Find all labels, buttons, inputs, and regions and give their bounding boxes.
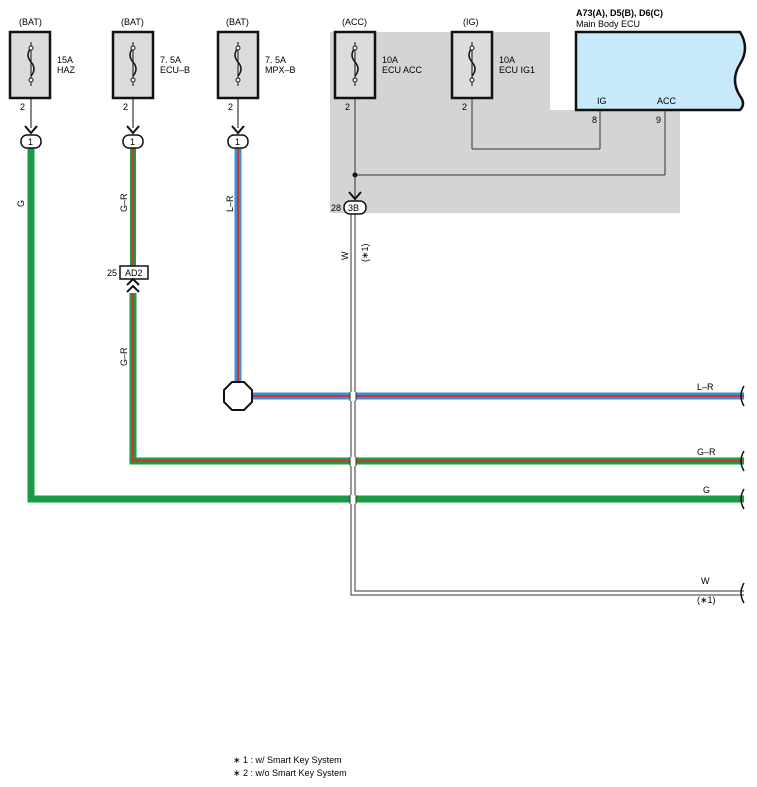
fuse-ecu-b-rating: 7. 5A <box>160 55 181 65</box>
footnote-1: ∗ 1 : w/ Smart Key System <box>233 755 342 765</box>
ecu-name: Main Body ECU <box>576 19 640 29</box>
fuse-ecu-ig1-name: ECU IG1 <box>499 65 535 75</box>
fuse-haz-rating: 15A <box>57 55 73 65</box>
fuse-haz: (BAT) 15A HAZ 2 1 <box>8 17 76 149</box>
fuse-ecu-b: (BAT) 7. 5A ECU–B 2 1 <box>111 17 190 149</box>
wire-lr-vertical-label: L–R <box>225 195 235 212</box>
block-thin-wires <box>354 98 666 190</box>
fuse-mpx-b-pin: 2 <box>228 102 233 112</box>
connector-ad2: AD2 25 <box>107 265 149 293</box>
fuse-haz-name: HAZ <box>57 65 76 75</box>
main-body-ecu: A73(A), D5(B), D6(C) Main Body ECU IG AC… <box>574 8 747 125</box>
fuse-ecu-b-source: (BAT) <box>121 17 144 27</box>
fuse-mpx-b-rating: 7. 5A <box>265 55 286 65</box>
fuse-mpx-b-name: MPX–B <box>265 65 296 75</box>
fuse-ecu-ig1: (IG) 10A ECU IG1 2 <box>450 17 535 112</box>
wire-lr <box>234 148 744 400</box>
ecu-code: A73(A), D5(B), D6(C) <box>576 8 663 18</box>
wire-w-vertical-note: (∗1) <box>360 243 370 262</box>
fuse-ecu-acc: (ACC) 10A ECU ACC 2 <box>333 17 423 112</box>
fuse-ecu-b-pin: 2 <box>123 102 128 112</box>
wire-g-right-label: G <box>703 485 710 495</box>
fuse-ecu-ig1-rating: 10A <box>499 55 515 65</box>
ad2-label: AD2 <box>125 268 143 278</box>
wire-gr-vertical-label-upper: G–R <box>119 193 129 212</box>
ecu-pin-ig-label: IG <box>597 96 607 106</box>
wire-w-vertical-label: W <box>340 251 350 260</box>
fuse-ecu-acc-name: ECU ACC <box>382 65 423 75</box>
ad2-pin: 25 <box>107 268 117 278</box>
wire-g <box>27 148 744 503</box>
fuse-ecu-acc-rating: 10A <box>382 55 398 65</box>
ecu-pin-acc-label: ACC <box>657 96 677 106</box>
wire-lr-right-label: L–R <box>697 382 714 392</box>
connector-3b: 3B 28 <box>331 175 367 215</box>
fuse-ecu-b-connector: 1 <box>130 137 135 147</box>
wire-w-right-label: W <box>701 576 710 586</box>
fuse-ecu-b-name: ECU–B <box>160 65 190 75</box>
wire-end-marks <box>740 385 745 604</box>
fuse-ecu-acc-source: (ACC) <box>342 17 367 27</box>
fuse-haz-pin: 2 <box>20 102 25 112</box>
fuse-ecu-ig1-source: (IG) <box>463 17 479 27</box>
wire-g-vertical-label: G <box>16 200 26 207</box>
footnote-2: ∗ 2 : w/o Smart Key System <box>233 768 347 778</box>
fuse-ecu-ig1-pin: 2 <box>462 102 467 112</box>
connector-3b-label: 3B <box>348 203 359 213</box>
w-crossing <box>349 392 357 504</box>
wire-gr-vertical-label-lower: G–R <box>119 347 129 366</box>
wire-gr-right-label: G–R <box>697 447 716 457</box>
ecu-pin-acc-number: 9 <box>656 115 661 125</box>
octagon-junction <box>223 381 253 411</box>
fuse-mpx-b: (BAT) 7. 5A MPX–B 2 1 <box>216 17 296 149</box>
ecu-pin-ig-number: 8 <box>592 115 597 125</box>
wire-w <box>350 212 744 596</box>
wire-gr <box>129 148 744 465</box>
junction-block-region <box>330 32 680 213</box>
fuse-mpx-b-source: (BAT) <box>226 17 249 27</box>
connector-3b-pin: 28 <box>331 203 341 213</box>
ecu-box <box>574 30 747 112</box>
fuse-haz-connector: 1 <box>28 137 33 147</box>
fuse-mpx-b-connector: 1 <box>235 137 240 147</box>
fuse-haz-source: (BAT) <box>19 17 42 27</box>
fuse-ecu-acc-pin: 2 <box>345 102 350 112</box>
wire-w-right-note: (∗1) <box>697 595 716 605</box>
